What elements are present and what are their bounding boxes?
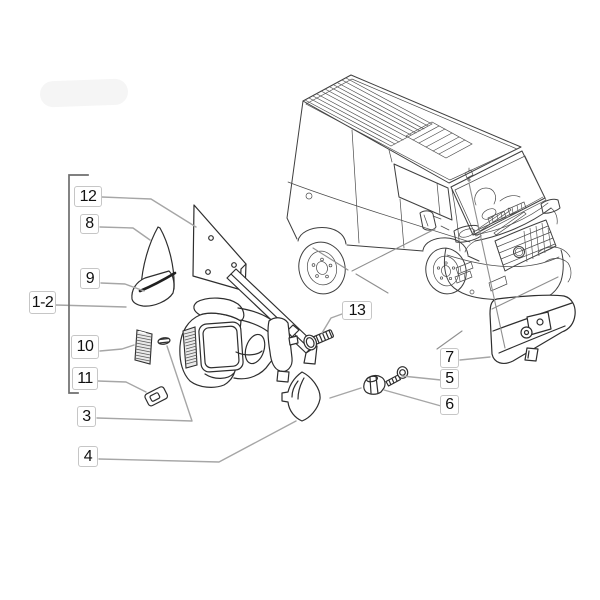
part-10-turn-signal-lens bbox=[134, 329, 153, 365]
part-4-wide-angle-glass bbox=[281, 371, 321, 422]
callout-leader-lines bbox=[55, 196, 491, 463]
callout-4[interactable]: 4 bbox=[78, 446, 98, 467]
part-13-bolt bbox=[303, 329, 334, 351]
callout-8[interactable]: 8 bbox=[80, 214, 99, 234]
callout-3[interactable]: 3 bbox=[77, 406, 96, 427]
fastener-clip-small bbox=[157, 337, 171, 345]
group-bracket-line bbox=[68, 174, 89, 394]
van-illustration bbox=[286, 74, 572, 303]
part-7-interior-mirror bbox=[489, 294, 576, 364]
part-11-clip bbox=[144, 386, 169, 407]
van-front-wheel bbox=[425, 247, 467, 295]
callout-6[interactable]: 6 bbox=[440, 395, 459, 415]
van-rear-wheel bbox=[298, 241, 346, 295]
callout-11[interactable]: 11 bbox=[72, 367, 98, 390]
vehicle-reference-lines bbox=[312, 182, 559, 350]
mirror-assembly-illustration bbox=[179, 297, 299, 388]
part-5-screw bbox=[385, 366, 409, 387]
callout-9[interactable]: 9 bbox=[80, 268, 100, 289]
callout-5[interactable]: 5 bbox=[440, 369, 459, 389]
callout-13[interactable]: 13 bbox=[342, 301, 372, 320]
callout-7[interactable]: 7 bbox=[440, 348, 459, 368]
callout-10[interactable]: 10 bbox=[71, 335, 99, 359]
van-windshield bbox=[450, 150, 547, 237]
van-door-mirror bbox=[419, 210, 442, 231]
part-6-nut bbox=[363, 374, 386, 395]
van-body-side bbox=[286, 100, 480, 262]
van-roof bbox=[302, 74, 523, 188]
callout-1-2[interactable]: 1-2 bbox=[29, 291, 56, 314]
callout-12[interactable]: 12 bbox=[74, 186, 102, 207]
part-9-lower-glass bbox=[131, 270, 177, 307]
